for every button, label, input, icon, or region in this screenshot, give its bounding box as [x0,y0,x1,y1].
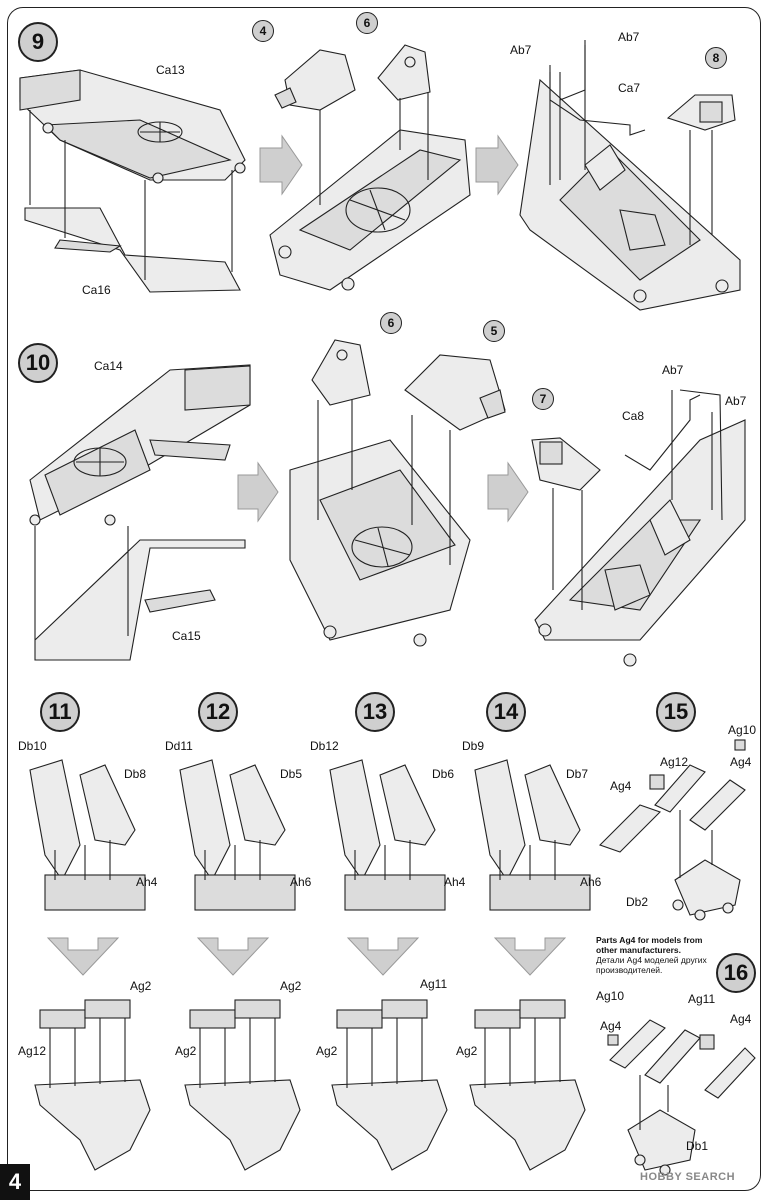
step10-frame-with-rods [531,389,746,667]
arrow-down-icon [493,937,567,976]
parts-note-en: Parts Ag4 for models from other manufact… [596,935,703,955]
decal-icon [699,1034,715,1050]
arrow-down-icon [346,937,420,976]
part-ref-5: 5 [483,320,505,342]
arrow-down-icon [46,937,120,976]
part-label: Ab7 [725,394,747,408]
page-number: 4 [0,1164,30,1200]
step9-frame-with-parts [269,44,471,291]
steps11-14-bracket-illustrations [29,759,591,911]
decal-icon [607,1034,619,1046]
step-number-11: 11 [40,692,80,732]
part-label: Ag2 [456,1044,478,1058]
part-ref-4: 4 [252,20,274,42]
part-label: Ah4 [444,875,466,889]
parts-note-ru: Детали Ag4 моделей других производителей… [596,955,707,975]
down-arrows [46,937,567,976]
step10-frame-illustration [29,364,251,661]
arrow-right-icon [259,134,303,196]
step-number-14: 14 [486,692,526,732]
part-label: Ca14 [94,359,123,373]
page-frame [7,7,761,1191]
part-label: Ag2 [280,979,302,993]
part-label: Ag11 [420,977,448,991]
part-label: Ag4 [730,1012,752,1026]
step-number-10: 10 [18,343,58,383]
arrow-right-icon [237,461,279,523]
part-label: Ag11 [688,992,716,1006]
step-number-15: 15 [656,692,696,732]
part-label: Ag4 [600,1019,622,1033]
part-label: Ca15 [172,629,201,643]
arrow-right-icon [475,134,519,196]
part-label: Ab7 [618,30,640,44]
part-label: Ag12 [660,755,689,769]
part-label: Ca16 [82,283,111,297]
part-label: Db5 [280,767,303,781]
part-label: Ag2 [130,979,152,993]
step10-frame-with-parts [289,339,506,647]
arrow-right-icon [487,461,529,523]
part-label: Ab7 [662,363,684,377]
part-ref-8: 8 [705,47,727,69]
part-ref-6: 6 [356,12,378,34]
decal-icon [649,774,665,790]
step16-illustration [607,1019,756,1176]
part-label: Ag10 [728,723,757,737]
part-label: Ag12 [18,1044,47,1058]
part-label: Db12 [310,739,339,753]
part-label: Db1 [686,1139,709,1153]
part-label: Dd11 [165,739,193,753]
part-label: Db2 [626,895,649,909]
part-ref-6: 6 [380,312,402,334]
part-label: Ah6 [290,875,312,889]
part-label: Ag2 [316,1044,338,1058]
step-number-16: 16 [716,953,756,993]
steps11-14-track-illustrations [34,999,586,1171]
step9-frame-illustration [19,69,246,293]
part-label: Ca7 [618,81,641,95]
watermark-text: HOBBY SEARCH [640,1171,736,1183]
step15-illustration [598,739,746,921]
step9-frame-with-rods [519,40,741,311]
part-ref-7: 7 [532,388,554,410]
part-label: Ca13 [156,63,185,77]
part-label: Db9 [462,739,485,753]
step-number-9: 9 [18,22,58,62]
part-label: Db7 [566,767,589,781]
part-label: Db6 [432,767,455,781]
part-label: Ca8 [622,409,645,423]
part-label: Ab7 [510,43,532,57]
part-label: Db8 [124,767,147,781]
part-label: Ag2 [175,1044,197,1058]
step-number-12: 12 [198,692,238,732]
part-label: Ag4 [730,755,752,769]
parts-note: Parts Ag4 for models from other manufact… [596,935,714,975]
part-label: Db10 [18,739,47,753]
decal-icon [734,739,746,751]
part-label: Ag10 [596,989,625,1003]
part-label: Ag4 [610,779,632,793]
step-number-13: 13 [355,692,395,732]
part-label: Ah4 [136,875,158,889]
arrow-down-icon [196,937,270,976]
part-label: Ah6 [580,875,602,889]
